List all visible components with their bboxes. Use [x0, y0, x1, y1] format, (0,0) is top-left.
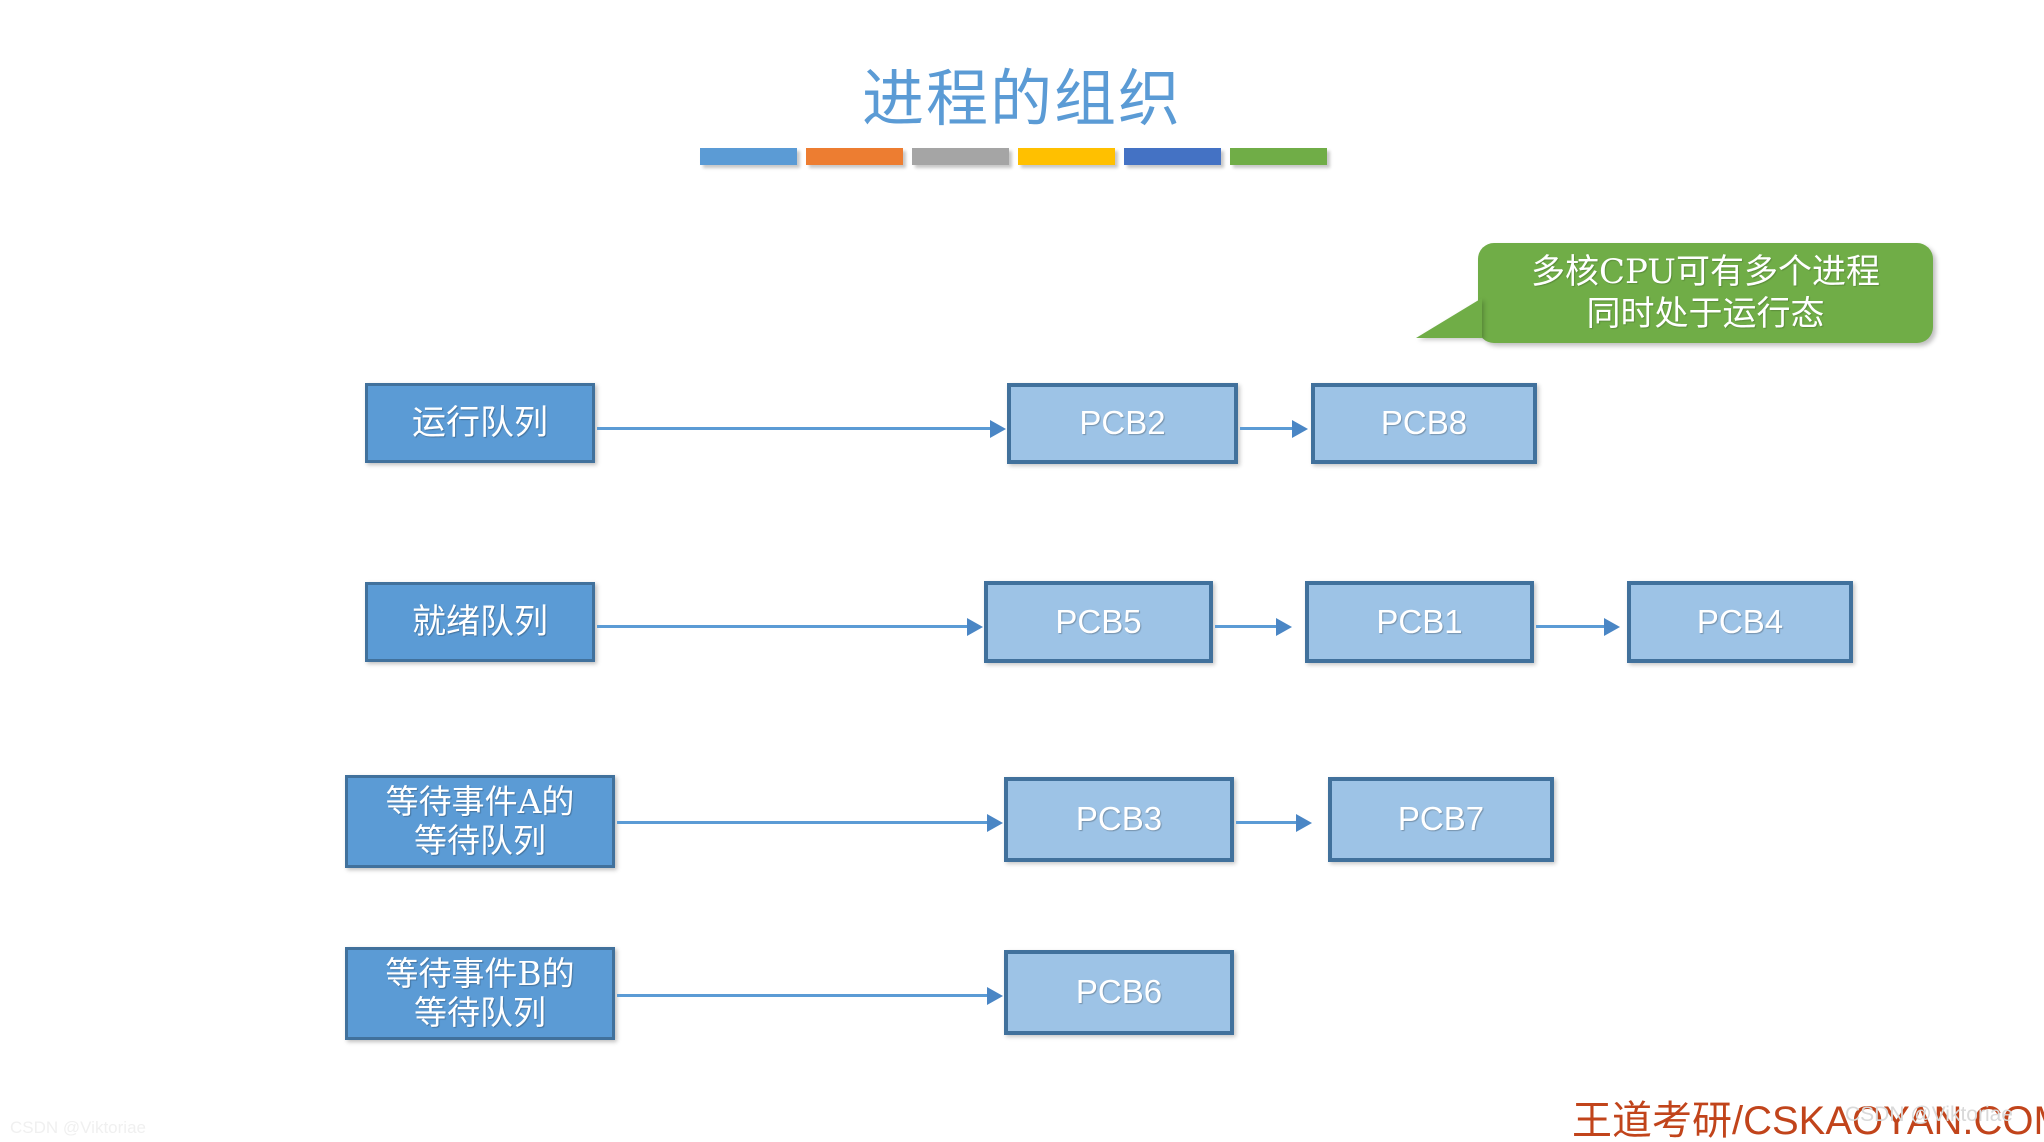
connector-wait-a-to-pcb3: [617, 821, 991, 824]
connector-ready-to-pcb5: [597, 625, 971, 628]
arrowhead-ready-to-pcb5: [967, 618, 983, 636]
callout-line-1: 多核CPU可有多个进程: [1531, 251, 1880, 292]
pcb-node-wait-b-0[interactable]: PCB6: [1004, 950, 1234, 1035]
pcb-node-ready-2[interactable]: PCB4: [1627, 581, 1853, 663]
arrowhead-wait-a-to-pcb3: [987, 814, 1003, 832]
callout-text: 多核CPU可有多个进程 同时处于运行态: [1478, 243, 1933, 343]
pcb-node-ready-0[interactable]: PCB5: [984, 581, 1213, 663]
watermark-primary: 王道考研/CSKAOYAN.COM: [1572, 1099, 2044, 1142]
accent-bar-dark-blue: [1124, 148, 1221, 165]
pcb-node-ready-1[interactable]: PCB1: [1305, 581, 1534, 663]
queue-label-wait-b[interactable]: 等待事件B的 等待队列: [345, 947, 615, 1040]
callout-tail-icon: [1416, 298, 1482, 338]
callout-bubble: 多核CPU可有多个进程 同时处于运行态: [1416, 243, 1933, 343]
arrowhead-pcb1-to-pcb4: [1604, 618, 1620, 636]
page-title: 进程的组织: [861, 62, 1182, 135]
connector-pcb3-to-pcb7: [1236, 821, 1300, 824]
accent-bar-strip: [700, 148, 1327, 165]
queue-label-running[interactable]: 运行队列: [365, 383, 595, 463]
connector-pcb1-to-pcb4: [1536, 625, 1608, 628]
pcb-node-wait-a-1[interactable]: PCB7: [1328, 777, 1554, 862]
accent-bar-yellow: [1018, 148, 1115, 165]
watermark-csdn: CSDN @Viktoriae: [1845, 1103, 2013, 1126]
watermark-csdn-faint: CSDN @Viktoriae: [10, 1118, 146, 1137]
accent-bar-gray: [912, 148, 1009, 165]
pcb-node-running-0[interactable]: PCB2: [1007, 383, 1238, 464]
callout-line-2: 同时处于运行态: [1586, 294, 1825, 334]
accent-bar-orange: [806, 148, 903, 165]
accent-bar-blue: [700, 148, 797, 165]
connector-pcb2-to-pcb8: [1240, 427, 1296, 430]
arrowhead-pcb3-to-pcb7: [1296, 814, 1312, 832]
pcb-node-running-1[interactable]: PCB8: [1311, 383, 1537, 464]
arrowhead-pcb2-to-pcb8: [1292, 420, 1308, 438]
connector-running-to-pcb2: [597, 427, 994, 430]
arrowhead-wait-b-to-pcb6: [987, 987, 1003, 1005]
queue-label-wait-a[interactable]: 等待事件A的 等待队列: [345, 775, 615, 868]
accent-bar-green: [1230, 148, 1327, 165]
arrowhead-pcb5-to-pcb1: [1276, 618, 1292, 636]
connector-pcb5-to-pcb1: [1215, 625, 1280, 628]
arrowhead-running-to-pcb2: [990, 420, 1006, 438]
connector-wait-b-to-pcb6: [617, 994, 991, 997]
pcb-node-wait-a-0[interactable]: PCB3: [1004, 777, 1234, 862]
queue-label-ready[interactable]: 就绪队列: [365, 582, 595, 662]
